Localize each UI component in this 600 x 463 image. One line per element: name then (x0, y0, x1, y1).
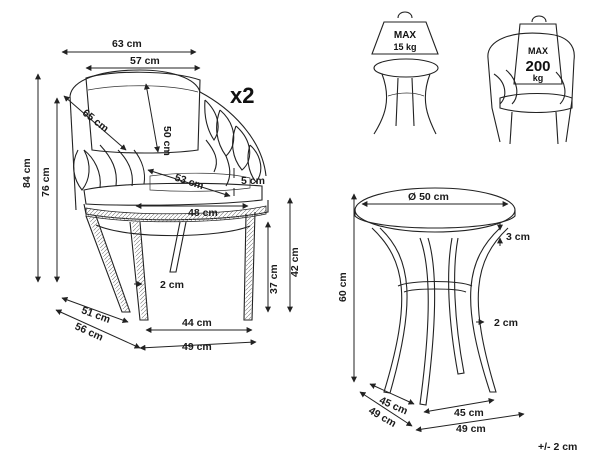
dim-base-width-inner: 45 cm (454, 407, 484, 419)
dim-base-width-outer: 49 cm (456, 423, 486, 435)
chair-back-top (69, 69, 201, 97)
chair-drawing (69, 69, 269, 321)
chair-load-unit: kg (533, 73, 544, 83)
chair-load-value: 200 (525, 58, 550, 75)
chair-seat-cushion (83, 182, 263, 206)
chair-load-max: MAX (528, 46, 548, 56)
dim-diagonal: 65 cm (80, 107, 111, 135)
quantity-label: x2 (230, 83, 254, 108)
dim-seat-depth: 53 cm (173, 172, 205, 193)
dim-table-diameter: Ø 50 cm (408, 191, 449, 203)
dim-cushion: 5 cm (241, 175, 265, 187)
dim-seat-height: 37 cm (268, 264, 280, 294)
table-load-value: 15 kg (393, 42, 416, 52)
table-drawing (354, 187, 516, 406)
dim-width-inner: 44 cm (182, 317, 212, 329)
dim-depth-outer: 56 cm (73, 321, 105, 344)
table-load-icon: MAX 15 kg (371, 11, 439, 135)
dim-total-height: 84 cm (21, 158, 33, 188)
table-load-max: MAX (394, 30, 417, 41)
chair-legs (85, 211, 256, 321)
dim-seat-width: 48 cm (188, 207, 218, 219)
dim-table-top-thickness: 3 cm (506, 231, 530, 243)
chair-right-weave (204, 99, 262, 187)
dim-back-height: 50 cm (161, 126, 173, 156)
dim-table-leg: 2 cm (494, 317, 518, 329)
chair-back-cushion (85, 71, 201, 154)
chair-load-icon: MAX 200 kg (487, 15, 575, 145)
chair-dimensions: 63 cm 57 cm 65 cm 50 cm 84 cm 76 cm 53 c… (21, 38, 301, 353)
dim-back-width: 57 cm (130, 55, 160, 67)
dim-seat-height-total: 42 cm (289, 247, 301, 277)
chair-left-weave (73, 144, 146, 191)
dim-arm-height: 76 cm (40, 167, 52, 197)
dim-table-height: 60 cm (337, 272, 349, 302)
dim-width-outer: 49 cm (182, 341, 212, 353)
dim-chair-leg: 2 cm (160, 279, 184, 291)
tolerance-note: +/- 2 cm (538, 441, 577, 453)
dim-overall-width: 63 cm (112, 38, 142, 50)
